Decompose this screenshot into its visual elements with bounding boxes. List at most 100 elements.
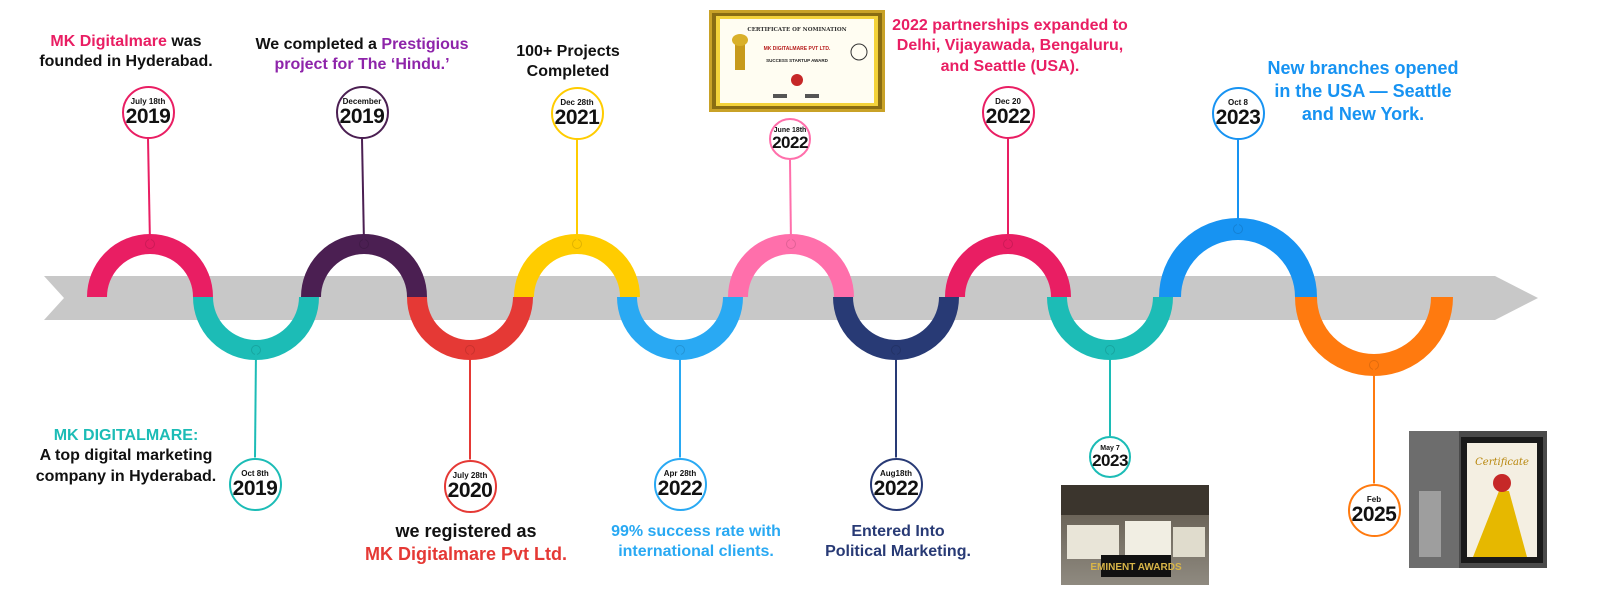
label-text-segment: 99% success rate with: [611, 523, 781, 540]
badge-date: May 7: [1100, 445, 1120, 452]
milestone-label-m4: we registered as MK Digitalmare Pvt Ltd.: [286, 520, 646, 566]
label-text-segment: MK DIGITALMARE:: [53, 427, 199, 444]
label-line: MK DIGITALMARE:: [0, 426, 306, 446]
badge-year: 2019: [125, 104, 171, 128]
label-text-segment: Delhi, Vijayawada, Bengaluru,: [896, 37, 1124, 55]
label-line: MK Digitalmare Pvt Ltd.: [286, 543, 646, 566]
awards-photo-text: EMINENT AWARDS: [1090, 562, 1182, 573]
label-text-segment: project for The ‘Hindu.’: [274, 56, 450, 74]
badge-date: Dec 20: [995, 96, 1021, 106]
label-text-segment: and New York.: [1301, 104, 1425, 125]
label-line: 2022 partnerships expanded to: [830, 16, 1190, 36]
badge-year: 2022: [772, 133, 808, 152]
milestone-label-m9: 2022 partnerships expanded to Delhi, Vija…: [830, 16, 1190, 77]
label-line: project for The ‘Hindu.’: [182, 55, 542, 75]
label-line: in the USA — Seattle: [1183, 80, 1543, 103]
label-line: A top digital marketing: [0, 446, 306, 466]
badge-year: 2023: [1215, 105, 1261, 129]
frame-photo-text: Certificate: [1475, 457, 1529, 468]
connector-line-m7: [789, 159, 792, 245]
framed-certificate-photo: Certificate: [1409, 431, 1547, 568]
label-line: founded in Hyderabad.: [0, 52, 306, 72]
badge-date: Oct 8: [1227, 97, 1248, 107]
badge-date: Dec 28th: [560, 97, 594, 107]
badge-year: 2020: [447, 478, 493, 502]
badge-year: 2022: [657, 476, 703, 500]
label-text-segment: Completed: [526, 63, 610, 81]
label-line: Delhi, Vijayawada, Bengaluru,: [830, 36, 1190, 56]
label-text-segment: was: [166, 33, 202, 50]
certificate-heading: CERTIFICATE OF NOMINATION: [747, 27, 846, 33]
badge-year: 2023: [1092, 451, 1128, 470]
label-text-segment: Political Marketing.: [825, 543, 971, 561]
badge-year: 2019: [232, 476, 278, 500]
label-text-segment: MK Digitalmare Pvt Ltd.: [364, 544, 568, 565]
nomination-certificate-image: CERTIFICATE OF NOMINATION MK DIGITALMARE…: [709, 10, 885, 112]
label-line: Political Marketing.: [718, 542, 1078, 562]
label-text-segment: we registered as: [395, 521, 537, 541]
label-line: company in Hyderabad.: [0, 467, 306, 487]
label-text-segment: 2022 partnerships expanded to: [892, 17, 1128, 34]
label-text-segment: We completed a: [255, 36, 382, 53]
label-line: international clients.: [516, 542, 876, 562]
badge-year: 2022: [873, 476, 919, 500]
label-line: Entered Into: [718, 522, 1078, 542]
badge-year: 2025: [1351, 502, 1397, 526]
label-line: 99% success rate with: [516, 522, 876, 542]
certificate-company: MK DIGITALMARE PVT LTD.: [764, 46, 831, 52]
awards-event-photo: EMINENT AWARDS: [1061, 485, 1209, 585]
label-line: Completed: [388, 62, 748, 82]
badge-date: December: [342, 96, 382, 106]
label-line: and New York.: [1183, 103, 1543, 126]
label-text-segment: MK Digitalmare: [50, 33, 167, 50]
label-text-segment: international clients.: [618, 543, 774, 561]
badge-date: July 28th: [452, 470, 488, 480]
label-text-segment: 100+ Projects: [516, 43, 620, 60]
label-text-segment: and Seattle (USA).: [940, 57, 1080, 75]
label-text-segment: New branches opened: [1267, 58, 1459, 78]
badge-date: Feb: [1366, 494, 1382, 504]
milestone-label-m2: MK DIGITALMARE: A top digital marketing co…: [0, 426, 306, 487]
label-line: MK Digitalmare was: [0, 32, 306, 52]
badge-date: Oct 8th: [241, 468, 269, 478]
label-text-segment: founded in Hyderabad.: [39, 53, 213, 71]
badge-year: 2021: [554, 105, 600, 129]
label-text-segment: in the USA — Seattle: [1274, 81, 1452, 102]
badge-year: 2019: [339, 104, 385, 128]
connector-line-m3: [361, 138, 365, 245]
certificate-award: SUCCESS STARTUP AWARD: [766, 58, 828, 63]
label-text-segment: Prestigious: [381, 36, 469, 53]
label-line: we registered as: [286, 520, 646, 543]
label-line: We completed a Prestigious: [182, 35, 542, 55]
label-text-segment: A top digital marketing: [39, 447, 213, 465]
label-line: and Seattle (USA).: [830, 57, 1190, 77]
badge-date: Aug18th: [880, 468, 912, 478]
badge-date: Apr 28th: [663, 468, 697, 478]
label-text-segment: Entered Into: [851, 523, 945, 540]
label-line: 100+ Projects: [388, 42, 748, 62]
badge-date: July 18th: [130, 96, 166, 106]
milestone-label-m6: 99% success rate with international clien…: [516, 522, 876, 563]
label-line: New branches opened: [1183, 57, 1543, 80]
badge-year: 2022: [985, 104, 1031, 128]
connector-line-m2: [254, 349, 257, 458]
connector-line-m1: [147, 138, 151, 245]
badge-date: June 18th: [773, 127, 807, 134]
